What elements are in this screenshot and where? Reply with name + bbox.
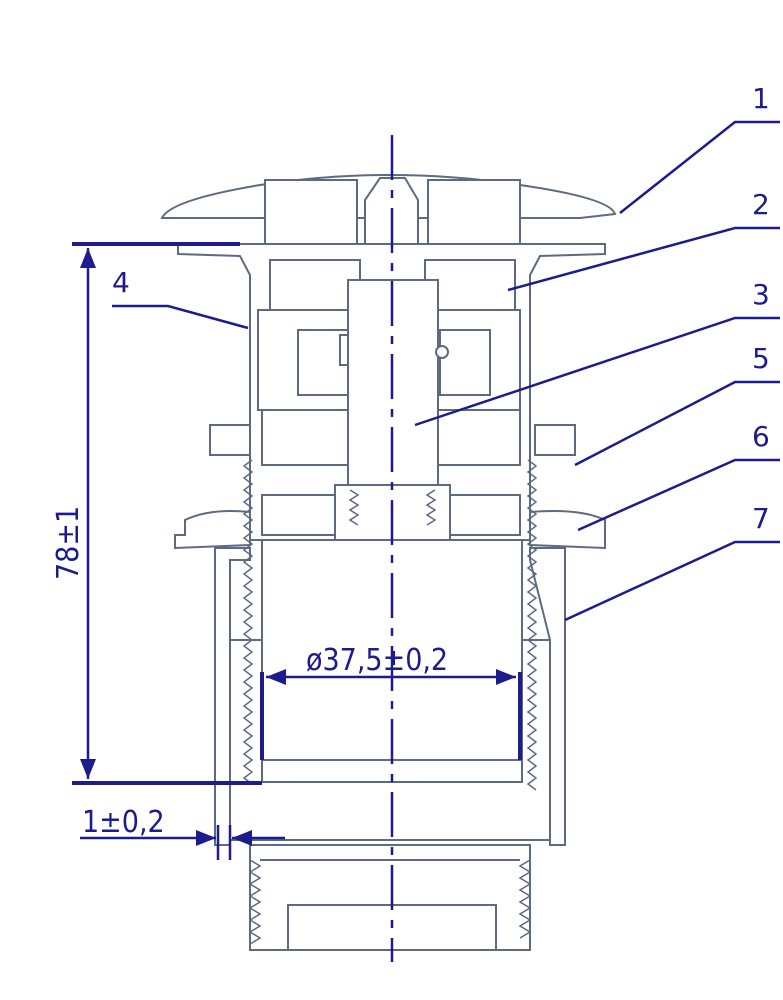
part-label-5: 5 <box>752 342 770 375</box>
lock-nut <box>209 424 576 456</box>
diameter-dimension-label: ø37,5±0,2 <box>306 643 448 678</box>
height-dimension: 78±1 <box>51 242 262 785</box>
gap-dimension-label: 1±0,2 <box>82 805 165 840</box>
part-label-2: 2 <box>752 188 770 221</box>
diameter-dimension: ø37,5±0,2 <box>266 643 516 685</box>
part-callouts: 1 2 3 4 5 6 7 <box>112 82 780 622</box>
washer <box>174 510 606 550</box>
part-label-1: 1 <box>752 82 770 115</box>
height-dimension-label: 78±1 <box>51 506 86 580</box>
part-label-4: 4 <box>112 266 130 299</box>
stem <box>334 279 451 541</box>
part-label-6: 6 <box>752 420 770 453</box>
part-label-7: 7 <box>752 502 770 535</box>
gap-dimension: 1±0,2 <box>80 805 285 860</box>
part-label-3: 3 <box>752 278 770 311</box>
